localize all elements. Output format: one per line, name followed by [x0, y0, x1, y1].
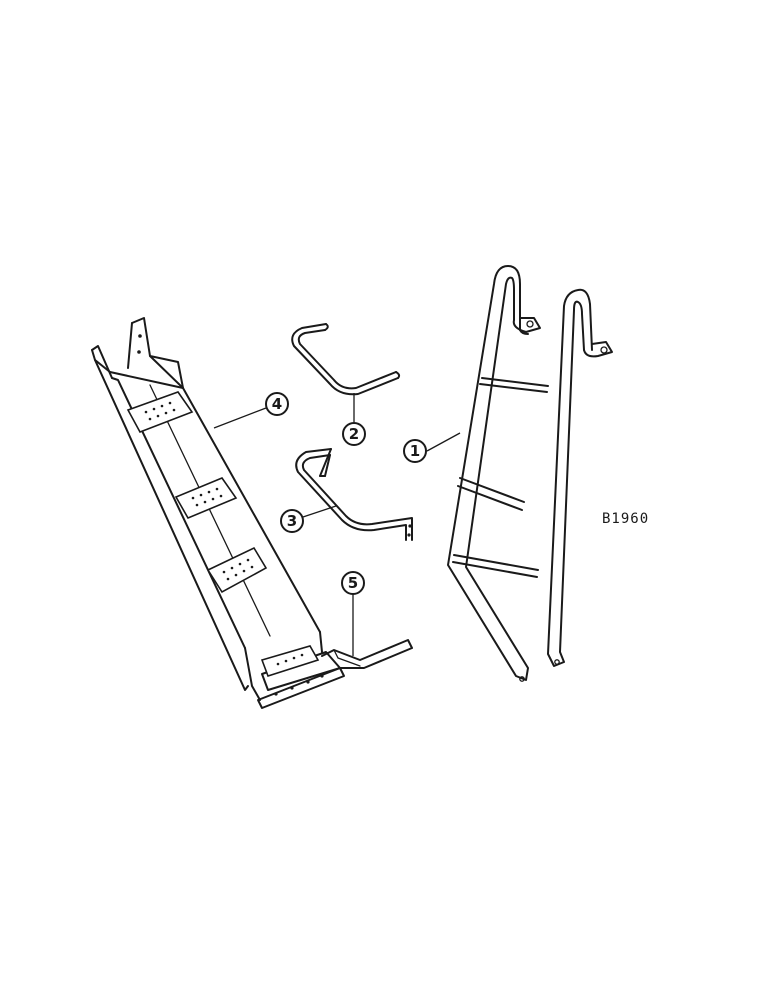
- handrail-part-2: [291, 323, 401, 396]
- callout-label-2: 2: [349, 425, 359, 443]
- callout-label-3: 3: [287, 512, 297, 530]
- handrail-part-3: [295, 448, 413, 541]
- step-assembly-part-4: [91, 317, 345, 709]
- callout-2: 2: [342, 393, 366, 446]
- callout-4: 4: [213, 392, 289, 429]
- drawing-code: B1960: [602, 511, 649, 527]
- callout-label-1: 1: [410, 442, 420, 460]
- callout-5: 5: [341, 571, 365, 656]
- callout-label-5: 5: [348, 574, 358, 592]
- callout-3: 3: [280, 505, 337, 533]
- ladder-part-1: [447, 265, 613, 682]
- callout-1: 1: [403, 432, 461, 463]
- callout-label-4: 4: [272, 395, 282, 413]
- tread-perforations: [144, 401, 304, 666]
- support-strap-part-5: [321, 639, 413, 669]
